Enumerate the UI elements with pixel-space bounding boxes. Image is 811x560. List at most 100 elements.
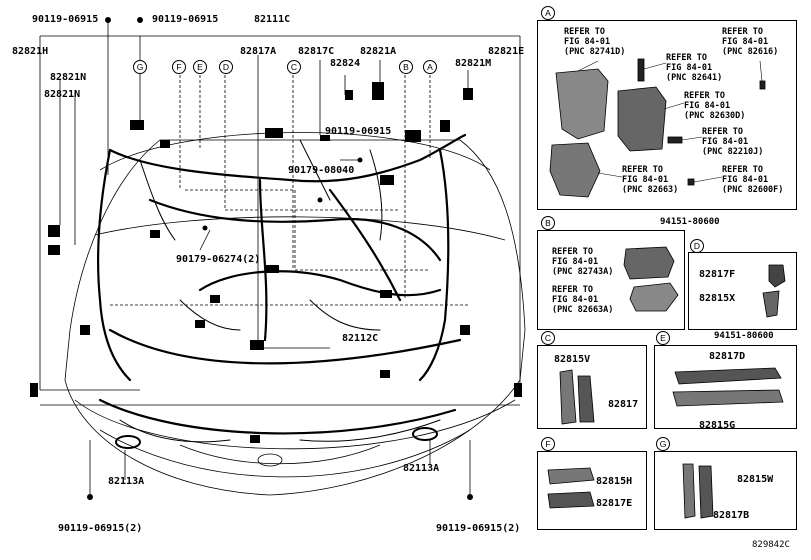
bolt-icon	[87, 494, 93, 500]
panel-f-tag: F	[541, 437, 555, 451]
label-bolt-90179-08040: 90179-08040	[288, 165, 355, 176]
bracket-82817b-icon	[698, 465, 714, 519]
ref-82743a: REFER TO FIG 84-01 (PNC 82743A)	[552, 247, 614, 277]
cover-82815v-icon	[559, 369, 577, 425]
cover-82663a-icon	[629, 282, 679, 312]
fuse-82616-icon	[759, 80, 766, 90]
label-82821e: 82821E	[488, 46, 525, 57]
connector	[372, 82, 384, 100]
bolt-icon	[317, 197, 323, 203]
panel-b-parts	[623, 246, 679, 312]
panel-g-parts	[682, 463, 714, 519]
connector	[250, 435, 260, 443]
label-82817d: 82817D	[709, 351, 746, 362]
ref-82616: REFER TO FIG 84-01 (PNC 82616)	[722, 27, 779, 57]
emblem	[257, 453, 283, 467]
firewall-line	[94, 216, 506, 241]
connector	[150, 230, 160, 238]
panel-f-parts	[547, 467, 595, 509]
clamp-82113a-left	[115, 435, 141, 449]
vehicle-body-outline	[64, 139, 526, 496]
connector-82641-icon	[637, 58, 645, 82]
bracket-82817e-icon	[547, 491, 595, 509]
label-panel-e-bolt: 94151-80600	[714, 331, 774, 341]
connector	[160, 140, 170, 148]
label-82815x: 82815X	[699, 293, 736, 304]
cover-82815h-icon	[547, 467, 595, 485]
connector	[460, 325, 470, 335]
harness-mid-loop	[148, 198, 442, 262]
harness-right	[418, 148, 450, 382]
detail-panel-g: G 82815W 82817B	[654, 437, 797, 530]
harness-front	[108, 328, 462, 365]
label-82817b: 82817B	[713, 510, 750, 521]
detail-panel-e: E 82817D 82815G	[654, 331, 797, 431]
label-bolt-90179-06274: 90179-06274(2)	[176, 254, 261, 265]
label-82821m: 82821M	[455, 58, 492, 69]
panel-a-tag: A	[541, 6, 555, 20]
ref-82663a: REFER TO FIG 84-01 (PNC 82663A)	[552, 285, 614, 315]
detail-panel-f: F 82815H 82817E	[537, 437, 647, 530]
connector	[463, 88, 473, 100]
fuse-82210j-icon	[667, 136, 683, 144]
connector	[380, 175, 394, 185]
connector	[265, 265, 279, 273]
bolt-icon	[202, 225, 208, 231]
harness-inner	[328, 188, 402, 302]
bracket-82817-icon	[577, 375, 595, 423]
harness-center	[258, 178, 268, 342]
panel-d-parts	[762, 264, 786, 318]
label-82824: 82824	[330, 58, 361, 69]
harness-engine	[198, 270, 442, 297]
label-82111c: 82111C	[254, 14, 291, 25]
panel-e-parts	[672, 367, 784, 407]
panel-c-parts	[559, 369, 595, 425]
connector	[195, 320, 205, 328]
bolt-icon	[357, 157, 363, 163]
connector	[210, 295, 220, 303]
connector	[48, 245, 60, 255]
detail-panel-c: C 82815V 82817	[537, 331, 647, 429]
connector	[130, 120, 144, 130]
panel-g-tag: G	[656, 437, 670, 451]
connector	[380, 370, 390, 378]
label-82815v: 82815V	[554, 354, 591, 365]
callout-d: D	[219, 60, 233, 74]
callout-g: G	[133, 60, 147, 74]
ref-82630d: REFER TO FIG 84-01 (PNC 82630D)	[684, 91, 746, 121]
cover-82815g-icon	[672, 389, 784, 407]
bracket-82817d-icon	[674, 367, 782, 385]
harness-main-upper	[108, 133, 467, 183]
ref-82600f: REFER TO FIG 84-01 (PNC 82600F)	[722, 165, 784, 195]
callout-b: B	[399, 60, 413, 74]
label-82112c: 82112C	[342, 333, 379, 344]
label-82113a-right: 82113A	[403, 463, 440, 474]
label-82821h: 82821H	[12, 46, 49, 57]
panel-d-tag: D	[690, 239, 704, 253]
bolt-icon	[137, 17, 143, 23]
label-82817e: 82817E	[596, 498, 633, 509]
bracket-82817f-icon	[768, 264, 786, 288]
cover-82815w-icon	[682, 463, 696, 519]
label-82815w: 82815W	[737, 474, 774, 485]
connector	[48, 225, 60, 237]
hood-line	[99, 132, 491, 171]
connector	[265, 128, 283, 138]
clamp-82113a-right	[412, 427, 438, 441]
detail-panel-d: D 82817F 82815X	[688, 239, 797, 330]
label-82817a: 82817A	[240, 46, 277, 57]
relay-block-82630d-icon	[617, 86, 667, 152]
bolt-icon	[467, 494, 473, 500]
label-82821n-b: 82821N	[44, 89, 81, 100]
label-82815h: 82815H	[596, 476, 633, 487]
harness-left-down	[96, 148, 132, 382]
relay-block-82741d-icon	[555, 68, 609, 140]
harness-bumper	[98, 398, 457, 435]
ref-82741d: REFER TO FIG 84-01 (PNC 82741D)	[564, 27, 626, 57]
connector	[320, 135, 330, 141]
connector	[250, 340, 264, 350]
label-bolt-90119-06915-2-left: 90119-06915(2)	[58, 523, 143, 534]
connector	[514, 383, 522, 397]
label-bolt-90119-06915-a: 90119-06915	[32, 14, 99, 25]
